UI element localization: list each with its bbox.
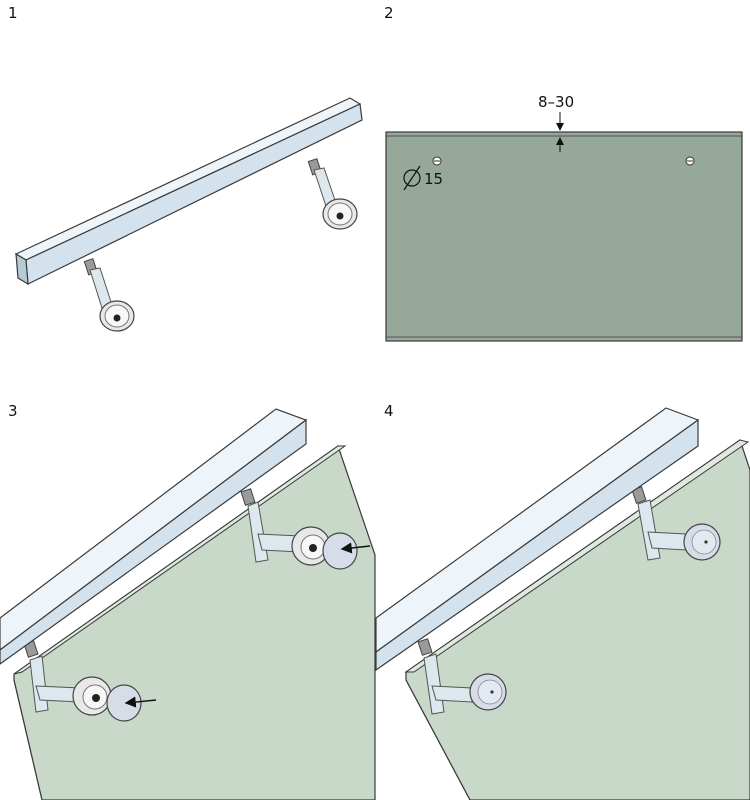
step2-glass-panel-diagram: 8–30 15 — [385, 93, 743, 342]
step3-handrail — [0, 408, 308, 665]
step3-assembly — [0, 408, 376, 800]
step-number-4: 4 — [384, 402, 394, 420]
step1-bracket-right — [307, 158, 358, 230]
step3-bracket-left — [23, 640, 157, 722]
step3-arrow-left — [124, 696, 157, 708]
hole-right — [685, 156, 695, 166]
step-number-3: 3 — [8, 402, 18, 420]
diameter-symbol-icon — [403, 169, 421, 187]
step4-bracket-left — [417, 638, 507, 715]
step1-handrail — [14, 97, 363, 286]
step4-handrail — [375, 407, 700, 672]
step3-cover-cap-right — [322, 532, 358, 570]
dimension-edge-offset: 8–30 — [538, 93, 574, 152]
step-number-2: 2 — [384, 4, 394, 22]
edge-offset-label: 8–30 — [538, 93, 574, 111]
hole-left — [432, 156, 442, 166]
step1-assembly — [14, 97, 363, 332]
dimension-hole-diameter: 15 — [403, 165, 443, 191]
step4-assembly — [375, 407, 750, 800]
step3-glass-panel — [13, 445, 376, 800]
step4-bracket-right — [631, 486, 721, 561]
step3-arrow-right — [340, 542, 371, 554]
hole-diameter-label: 15 — [424, 170, 443, 188]
step3-bracket-right — [240, 488, 371, 570]
step-number-1: 1 — [8, 4, 18, 22]
glass-panel-front — [385, 131, 743, 342]
step3-cover-cap-left — [106, 684, 142, 722]
step1-bracket-left — [83, 258, 135, 332]
